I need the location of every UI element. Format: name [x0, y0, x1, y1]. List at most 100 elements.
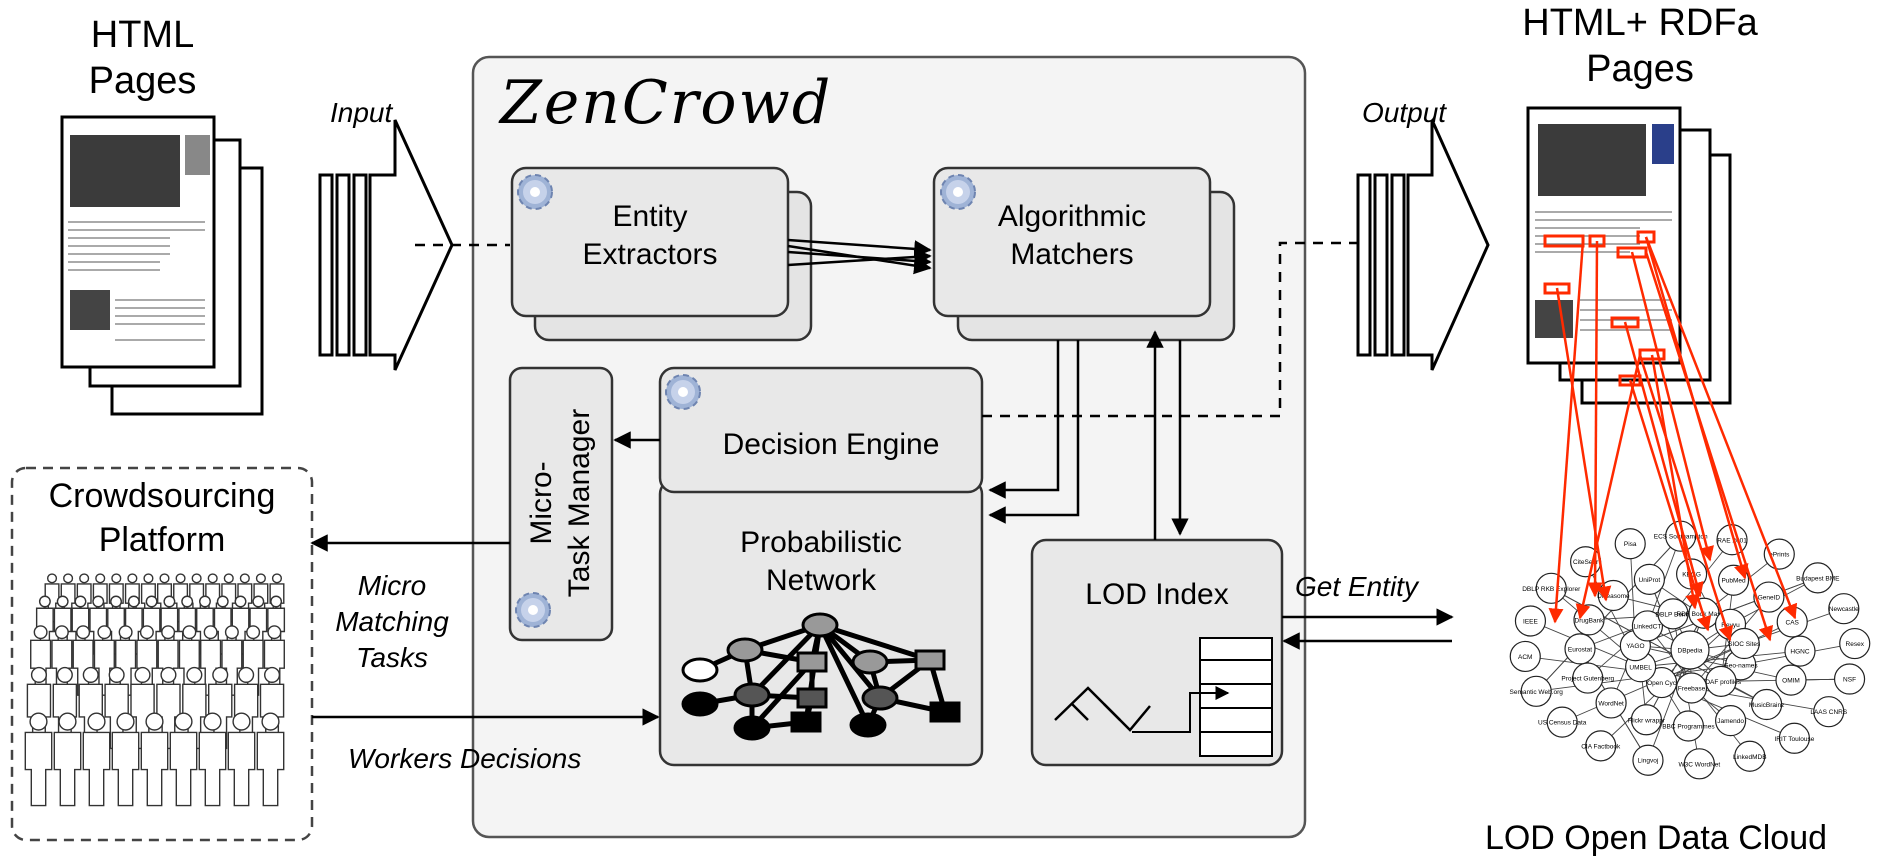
lod-node-label: ePrints — [1769, 552, 1790, 559]
lod-link — [1635, 645, 1792, 681]
lod-node — [1751, 688, 1783, 721]
lod-node — [1839, 627, 1871, 660]
lod-node — [1802, 562, 1834, 594]
lod-link — [1648, 579, 1692, 689]
lod-node — [1509, 640, 1541, 673]
person-icon — [82, 712, 111, 807]
lod-node-label: MusicBrainz — [1749, 702, 1784, 709]
lod-node — [1705, 665, 1737, 697]
lod-node-label: CIA Factbook — [1581, 743, 1621, 750]
lod-node — [1734, 740, 1766, 772]
lod-node — [1631, 610, 1664, 642]
lod-node-label: OMIM — [1782, 678, 1800, 685]
lod-node-label: Semantic Web.org — [1510, 689, 1564, 696]
lod-node-label: Open Cyc — [1647, 680, 1677, 687]
lod-node-label: UMBEL — [1629, 664, 1652, 671]
person-icon — [242, 625, 264, 696]
person-icon — [198, 712, 227, 807]
lod-node-label: RAE 2001 — [1717, 537, 1747, 544]
rdfa-link-arrow — [1628, 379, 1712, 632]
lod-node-label: ECS Southampton — [1654, 534, 1708, 541]
algorithmic-matchers-label: Algorithmic Matchers — [997, 200, 1147, 271]
lod-node-label: LinkedMDB — [1733, 754, 1767, 761]
lod-node-label: DBLP RKB Explorer — [1522, 586, 1581, 593]
gear-icon-extractors — [517, 174, 553, 210]
lod-node-label: DrugBank — [1575, 617, 1605, 624]
decision-engine-label: Decision Engine — [722, 428, 940, 461]
lod-node-label: Flickr wrappr — [1628, 717, 1666, 724]
entity-extractors-label: Entity Extractors — [582, 200, 718, 271]
workers-decisions-label: Workers Decisions — [348, 743, 582, 774]
lod-node-label: YAGO — [1626, 643, 1644, 650]
lod-node — [1683, 748, 1715, 780]
lod-node-label: Newcastle — [1829, 606, 1859, 613]
rdfa-link-arrows — [1548, 236, 1798, 642]
lod-node-label: Resex — [1846, 641, 1865, 648]
extractor-to-matcher-arrows — [787, 238, 932, 275]
lod-node-label: W3C WordNet — [1678, 761, 1720, 768]
rdfa-pages-stack — [1526, 106, 1732, 405]
output-label: Output — [1362, 97, 1447, 128]
lod-node — [1645, 666, 1678, 699]
lod-node-label: Lingvoj — [1638, 758, 1659, 765]
lod-node-label: LAAS CNRS — [1810, 709, 1848, 716]
rdfa-link-arrow — [1555, 287, 1612, 602]
lod-node — [1672, 710, 1704, 742]
output-arrow — [1356, 119, 1490, 371]
lod-node-label: DBpedia — [1678, 648, 1703, 655]
gear-icon-matchers — [940, 174, 976, 210]
lod-node — [1715, 705, 1747, 737]
lod-node — [1564, 633, 1596, 665]
output-dashed-flow — [982, 241, 1358, 418]
lod-node-label: PubMed — [1721, 578, 1746, 585]
matchers-to-network-arrows — [988, 340, 1080, 524]
lod-node — [1657, 598, 1689, 630]
lod-link — [1535, 535, 1681, 692]
lod-node-label: BBC Programmes — [1662, 723, 1715, 730]
lod-node — [1585, 730, 1617, 762]
lod-node-label: Jamendo — [1717, 718, 1744, 725]
input-label: Input — [330, 97, 393, 128]
lod-node — [1632, 744, 1664, 776]
micro-task-manager-label: Micro- Task Manager — [525, 408, 596, 598]
rdfa-link-arrow — [1548, 240, 1585, 624]
lod-node-label: LinkedCT — [1634, 623, 1662, 630]
rdfa-pages-label: HTML+ RDFa Pages — [1522, 2, 1758, 90]
micro-task-manager-box — [508, 366, 614, 642]
lod-node — [1784, 635, 1816, 667]
lod-node — [1520, 675, 1552, 707]
lod-node-label: HGNC — [1790, 649, 1809, 656]
lod-node — [1514, 605, 1547, 637]
html-pages-label: HTML Pages — [88, 14, 197, 102]
crowdsourcing-platform-box — [10, 466, 314, 842]
crowdsourcing-platform-label: Crowdsourcing Platform — [48, 477, 276, 559]
lod-node-label: Eurostat — [1568, 646, 1592, 653]
lod-node — [1775, 664, 1807, 696]
lod-node — [1572, 662, 1604, 694]
rdfa-link-arrow — [1644, 251, 1774, 642]
lod-node — [1813, 696, 1845, 728]
person-icon — [111, 712, 140, 807]
lod-node — [1728, 627, 1760, 660]
lod-node-label: Pisa — [1624, 541, 1637, 548]
lod-node — [1614, 528, 1646, 560]
lod-node-label: CiteSeer — [1573, 559, 1599, 566]
rdfa-link-arrow — [1644, 236, 1798, 620]
lod-node — [1753, 581, 1785, 613]
lod-node-label: Project Gutenberg — [1561, 676, 1614, 683]
entity-extractors-box — [510, 166, 790, 318]
lod-node — [1675, 672, 1708, 704]
lod-node-label: WordNet — [1598, 700, 1624, 707]
lod-node — [1778, 722, 1810, 754]
html-pages-stack — [60, 115, 264, 416]
micro-matching-tasks-label: Micro Matching Tasks — [335, 570, 449, 673]
lod-node-label: CAS — [1786, 619, 1800, 626]
person-icon — [140, 712, 169, 807]
rdfa-link-arrow — [1575, 354, 1642, 620]
lod-node-label: US Census Data — [1538, 720, 1587, 727]
probabilistic-network-label: Probabilistic Network — [740, 526, 902, 597]
lod-node-label: SIOC Sites — [1728, 641, 1761, 648]
lod-node-label: Budapest BME — [1796, 575, 1840, 582]
rdfa-link-arrow — [1638, 354, 1734, 642]
